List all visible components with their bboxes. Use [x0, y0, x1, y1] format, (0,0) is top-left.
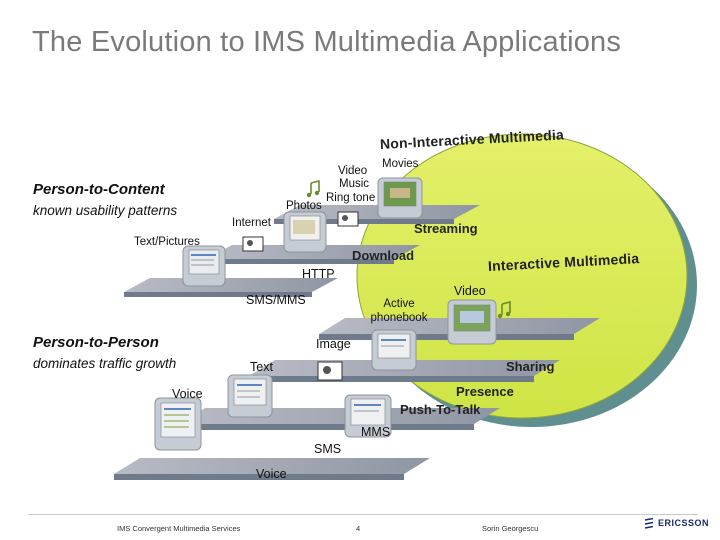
- label-sms: SMS: [314, 442, 342, 456]
- phone-icon: [154, 397, 202, 451]
- phone-icon: [227, 374, 273, 418]
- label-download: Download: [352, 248, 415, 263]
- picture-icon: [317, 361, 343, 381]
- footer-author: Sorin Georgescu: [482, 524, 539, 533]
- person-to-person-title: Person-to-Person: [33, 334, 159, 351]
- phone-icon: [283, 211, 327, 253]
- label-ring-tone: Ring tone: [326, 192, 376, 204]
- label-voice-upper: Voice: [172, 387, 203, 401]
- label-text: Text: [250, 360, 273, 374]
- label-streaming: Streaming: [414, 221, 478, 236]
- person-to-content-title: Person-to-Content: [33, 181, 165, 198]
- logo-icon: [644, 518, 654, 529]
- label-movies: Movies: [382, 158, 419, 170]
- label-voice-bottom: Voice: [256, 467, 287, 481]
- label-presence: Presence: [456, 384, 514, 399]
- phone-icon: [182, 245, 226, 287]
- music-note-icon: [306, 179, 320, 198]
- label-music: Music: [339, 178, 370, 190]
- footer-rule: [28, 514, 698, 515]
- label-text-pictures: Text/Pictures: [134, 236, 200, 248]
- person-to-person-subtitle: dominates traffic growth: [33, 356, 177, 371]
- music-note-icon: [497, 300, 511, 319]
- label-video: Video: [338, 165, 368, 177]
- person-to-content-subtitle: known usability patterns: [33, 203, 178, 218]
- label-video-interactive: Video: [454, 284, 486, 298]
- ericsson-logo: ERICSSON: [658, 518, 710, 528]
- label-http: HTTP: [302, 267, 335, 281]
- phone-icon: [447, 299, 497, 345]
- label-photos: Photos: [286, 200, 322, 212]
- phone-icon: [371, 329, 417, 371]
- phone-icon: [344, 394, 392, 438]
- phone-icon: [377, 177, 423, 219]
- slide-title: The Evolution to IMS Multimedia Applicat…: [32, 26, 622, 58]
- footer-page-number: 4: [356, 524, 361, 533]
- picture-icon: [242, 236, 264, 252]
- label-sms-mms: SMS/MMS: [246, 293, 306, 307]
- label-push-to-talk: Push-To-Talk: [400, 402, 481, 417]
- picture-icon: [337, 211, 359, 227]
- label-mms: MMS: [361, 425, 391, 439]
- label-sharing: Sharing: [506, 359, 555, 374]
- footer-presentation-name: IMS Convergent Multimedia Services: [117, 524, 241, 533]
- label-active-phonebook: Active phonebook: [370, 298, 428, 324]
- label-image: Image: [316, 337, 351, 351]
- label-internet: Internet: [232, 217, 271, 229]
